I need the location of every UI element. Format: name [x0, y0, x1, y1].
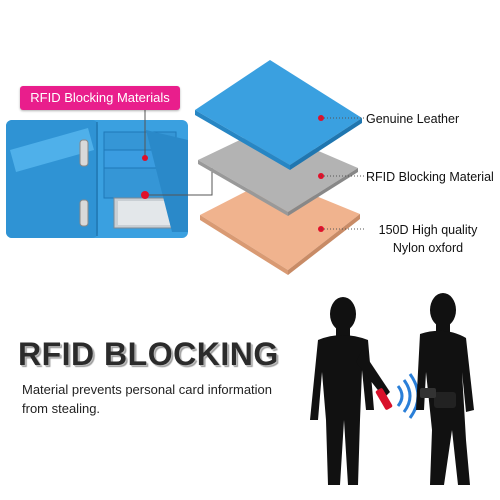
passport-wallet-icon [6, 120, 188, 238]
description: Material prevents personal card informat… [22, 382, 273, 416]
rfid-signal-icon [396, 373, 420, 419]
label-rfid-blocking-material: RFID Blocking Material [366, 170, 494, 184]
headline: RFID BLOCKING [18, 336, 279, 372]
label-nylon-oxford: 150D High quality Nylon oxford [368, 221, 488, 257]
marker-dot [141, 191, 149, 199]
leather-layer [195, 60, 362, 170]
rfid-blocking-layer [198, 128, 358, 216]
rfid-materials-badge: RFID Blocking Materials [20, 86, 180, 110]
label-nylon-line1: 150D High quality [378, 223, 478, 237]
person-silhouette-icon [416, 293, 474, 485]
card-in-hand [375, 388, 393, 410]
label-genuine-leather: Genuine Leather [366, 112, 460, 126]
marker-dot [142, 155, 148, 161]
label-nylon-line2: Nylon oxford [392, 241, 464, 255]
person-silhouette-icon [310, 297, 390, 485]
